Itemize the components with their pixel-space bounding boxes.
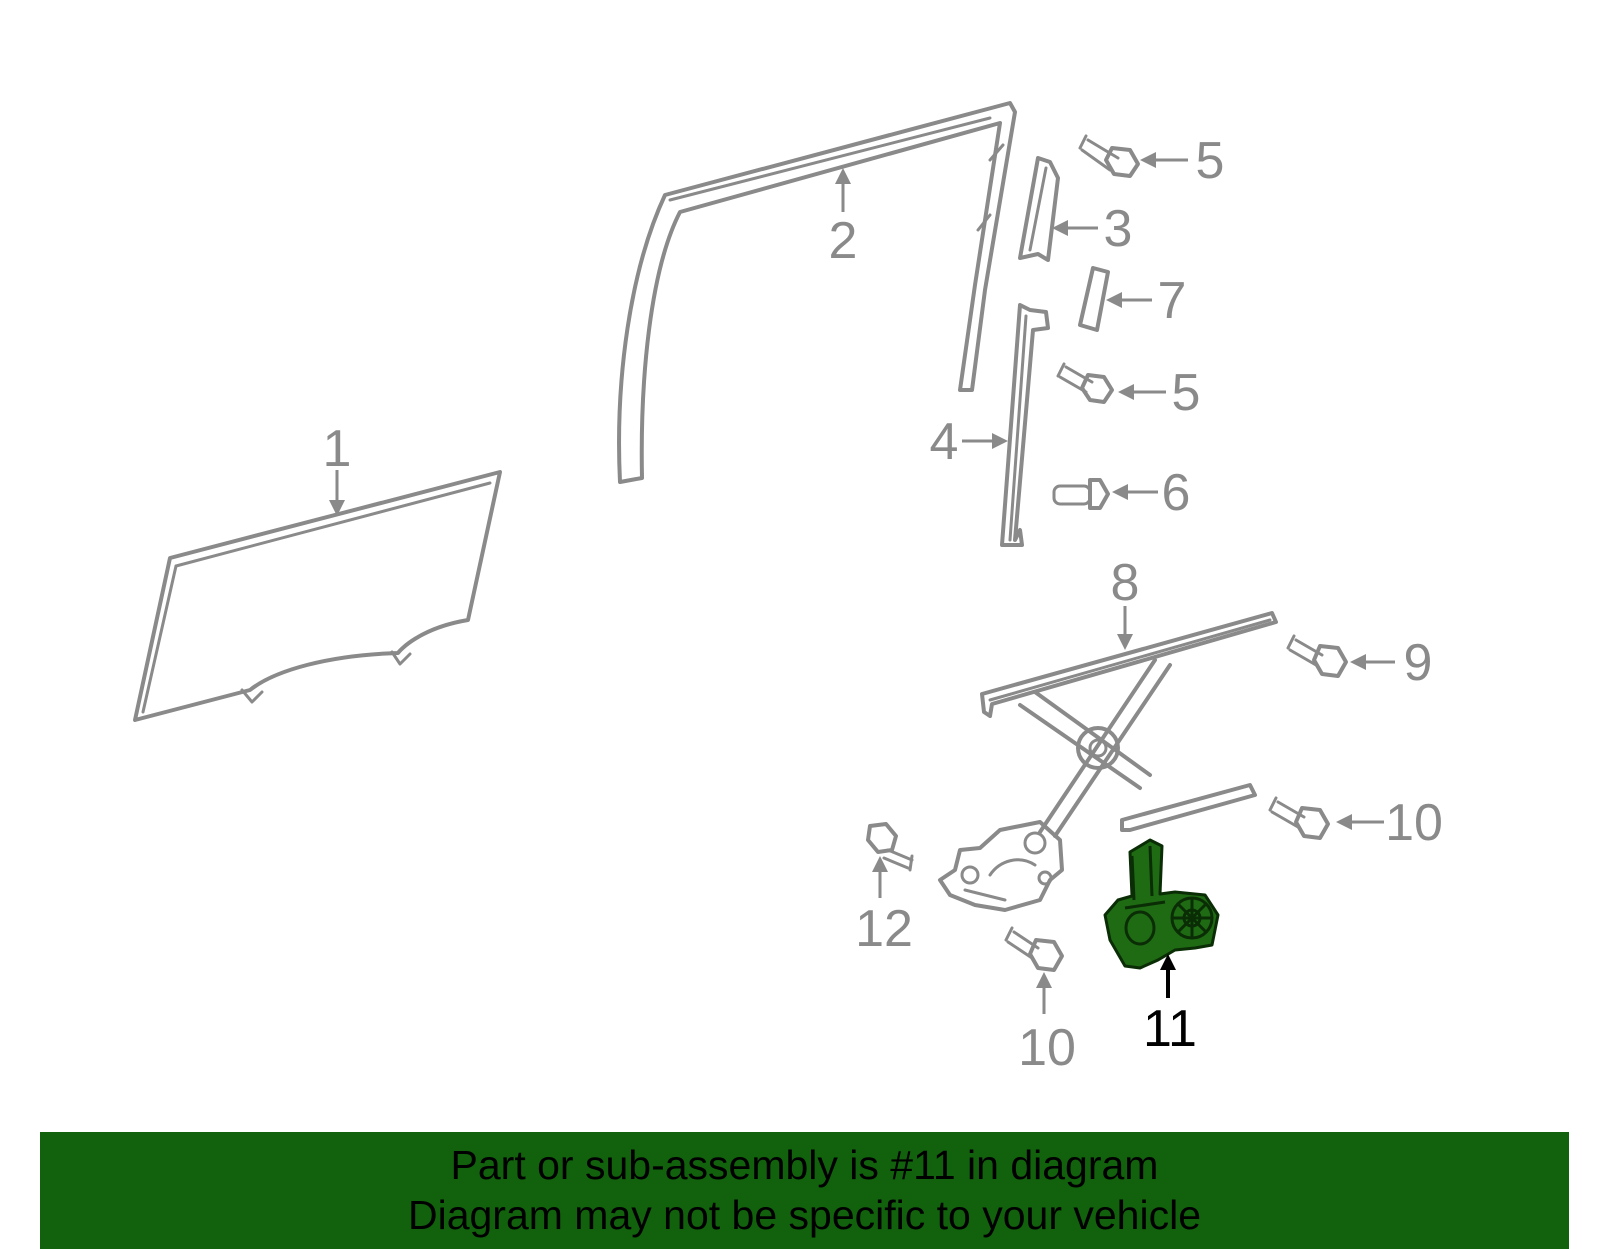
- callout-label-3: 3: [1104, 200, 1133, 258]
- info-banner: Part or sub-assembly is #11 in diagram D…: [40, 1132, 1569, 1249]
- bolt-5-upper: [1078, 134, 1140, 178]
- callout-label-10-lower: 10: [1018, 1019, 1076, 1077]
- callout-label-5-upper: 5: [1196, 132, 1225, 190]
- parts-diagram: 1 2 3 4 5 5 6 7 8 9 10 10 11 12: [133, 101, 1443, 1077]
- part-run-channel: [617, 101, 1017, 484]
- callout-label-2: 2: [829, 212, 858, 270]
- part-window-regulator: [938, 611, 1278, 912]
- bolt-5-lower: [1056, 362, 1114, 404]
- banner-disclaimer: Diagram may not be specific to your vehi…: [407, 1192, 1201, 1238]
- bolt-10-right: [1268, 796, 1330, 840]
- bolt-10-lower: [1004, 926, 1064, 972]
- callout-label-6: 6: [1162, 464, 1191, 522]
- part-rear-channel: [1000, 303, 1050, 547]
- part-clip-7: [1078, 266, 1110, 332]
- part-door-glass: [133, 470, 502, 722]
- callout-label-9: 9: [1404, 634, 1433, 692]
- callout-label-10-right: 10: [1385, 794, 1443, 852]
- callout-label-8: 8: [1111, 554, 1140, 612]
- bolt-12: [866, 822, 914, 872]
- callout-label-1: 1: [323, 420, 352, 478]
- bolt-9: [1286, 634, 1348, 678]
- callout-arrows: [329, 152, 1395, 1014]
- callout-label-11: 11: [1143, 1000, 1197, 1058]
- callout-label-12: 12: [855, 900, 913, 958]
- banner-part-note: Part or sub-assembly is #11 in diagram: [450, 1142, 1159, 1188]
- bolt-6: [1052, 478, 1110, 510]
- part-window-motor: [1103, 838, 1220, 970]
- callout-label-4: 4: [930, 413, 959, 471]
- callout-label-7: 7: [1158, 272, 1187, 330]
- part-channel-3: [1018, 156, 1060, 262]
- callout-label-5-lower: 5: [1172, 364, 1201, 422]
